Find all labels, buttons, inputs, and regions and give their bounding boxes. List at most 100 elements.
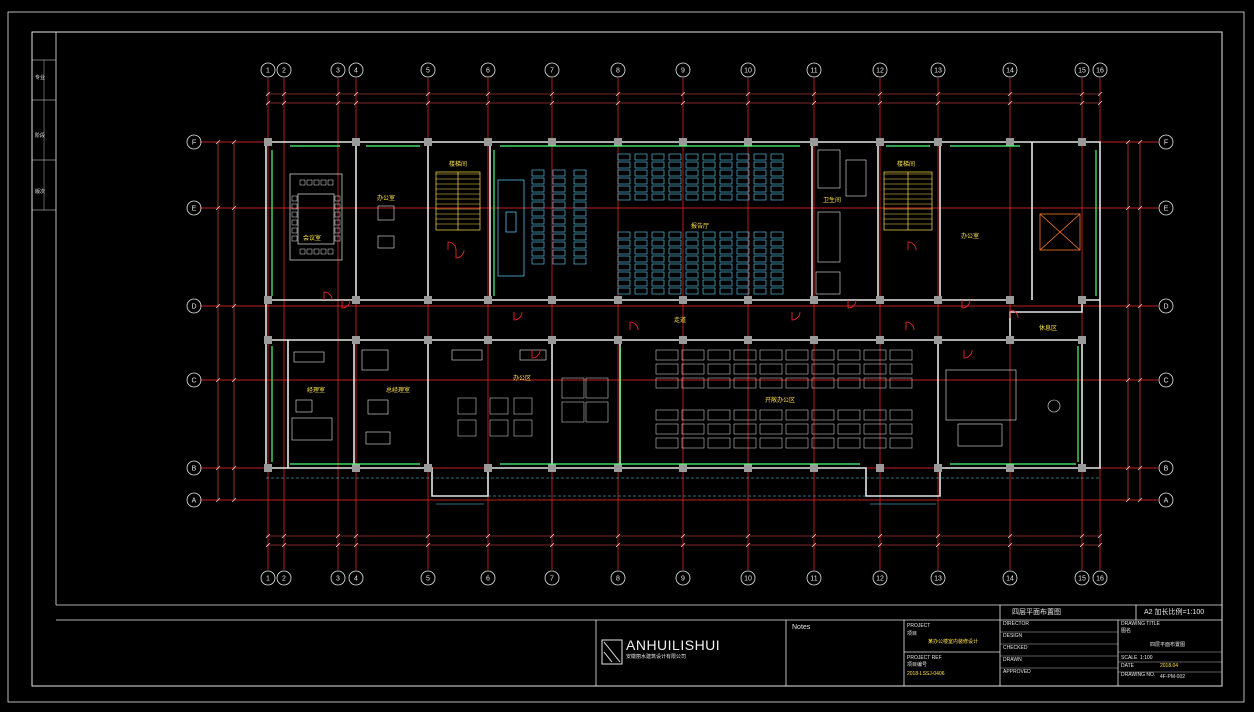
room-label-open2: 开敞办公区 <box>765 396 795 404</box>
room-label-stair2: 楼梯间 <box>897 160 915 168</box>
desk <box>889 423 913 435</box>
seat <box>719 185 733 193</box>
column <box>614 464 622 472</box>
dim-tick <box>1007 91 1013 97</box>
axis-letter-C-right: C <box>1163 378 1168 385</box>
side-label-3: 版次 <box>35 189 46 195</box>
chair <box>327 179 334 186</box>
seat <box>736 169 750 177</box>
seat <box>552 193 566 201</box>
seat <box>753 263 767 271</box>
column <box>484 138 492 146</box>
axis-number-11-bottom: 11 <box>810 576 817 583</box>
desk <box>837 437 861 449</box>
dim-tick <box>877 100 883 106</box>
seat <box>668 263 682 271</box>
seat <box>719 239 733 247</box>
desk <box>681 437 705 449</box>
seat <box>573 209 587 217</box>
dim-tick <box>811 91 817 97</box>
desk <box>837 363 861 375</box>
seat <box>753 193 767 201</box>
seat <box>573 217 587 225</box>
room-label-office1: 办公室 <box>377 194 395 202</box>
dim-tick <box>1097 542 1103 548</box>
axis-bubble-4-bottom <box>348 570 364 586</box>
dim-tick <box>549 533 555 539</box>
column <box>876 464 884 472</box>
dim-tick <box>680 91 686 97</box>
column <box>934 464 942 472</box>
desk <box>811 423 835 435</box>
desk <box>655 423 679 435</box>
seat <box>531 185 545 193</box>
desk <box>889 437 913 449</box>
desk <box>707 423 731 435</box>
dim-tick <box>231 497 237 503</box>
desk <box>811 363 835 375</box>
axis-number-10-bottom: 10 <box>744 576 752 583</box>
dim-tick <box>485 91 491 97</box>
room-label-mgr2: 总经理室 <box>386 386 410 394</box>
seat <box>552 241 566 249</box>
seat <box>685 169 699 177</box>
seat <box>552 225 566 233</box>
toilets <box>815 149 867 295</box>
door <box>791 311 801 321</box>
seat <box>552 249 566 257</box>
desk <box>655 363 679 375</box>
column <box>934 336 942 344</box>
seat <box>685 153 699 161</box>
seat <box>736 231 750 239</box>
seat <box>651 177 665 185</box>
seat <box>770 193 784 201</box>
stair-east-treads <box>884 173 932 225</box>
dim-tick <box>1125 303 1131 309</box>
seat <box>668 239 682 247</box>
seat <box>634 287 648 295</box>
seat <box>617 153 631 161</box>
seat <box>753 239 767 247</box>
seat <box>736 255 750 263</box>
column <box>424 296 432 304</box>
seat <box>651 185 665 193</box>
seat <box>634 169 648 177</box>
axis-bubble-11-top <box>806 62 822 78</box>
door <box>905 321 915 331</box>
axis-number-15-top: 15 <box>1078 68 1086 75</box>
seat <box>702 185 716 193</box>
axis-bubble-13-bottom <box>930 570 946 586</box>
dim-tick <box>1097 91 1103 97</box>
column <box>876 336 884 344</box>
dim-tick <box>549 91 555 97</box>
column <box>484 336 492 344</box>
axis-bubble-F-left <box>186 134 202 150</box>
axis-bubble-2-bottom <box>276 570 292 586</box>
seat <box>770 255 784 263</box>
chair <box>334 227 341 234</box>
axis-letter-C-left: C <box>191 378 196 385</box>
structural-columns <box>264 138 1086 472</box>
desk <box>457 397 477 415</box>
desk <box>785 363 809 375</box>
axis-number-3-bottom: 3 <box>336 576 340 583</box>
seat <box>651 287 665 295</box>
dim-tick <box>877 542 883 548</box>
axis-letter-F-left: F <box>192 140 196 147</box>
desk <box>655 349 679 361</box>
workstation <box>561 401 585 423</box>
axis-number-11-top: 11 <box>810 68 817 75</box>
seat <box>736 239 750 247</box>
dim-tick <box>745 100 751 106</box>
project-label: PROJECT <box>907 623 931 629</box>
seat <box>531 177 545 185</box>
seat <box>685 161 699 169</box>
seat <box>702 247 716 255</box>
chair <box>320 179 327 186</box>
dim-tick <box>215 497 221 503</box>
room-label-hall: 报告厅 <box>691 222 709 230</box>
axis-bubble-2-top <box>276 62 292 78</box>
desk <box>837 377 861 389</box>
seat <box>770 239 784 247</box>
axis-bubble-10-bottom <box>740 570 756 586</box>
